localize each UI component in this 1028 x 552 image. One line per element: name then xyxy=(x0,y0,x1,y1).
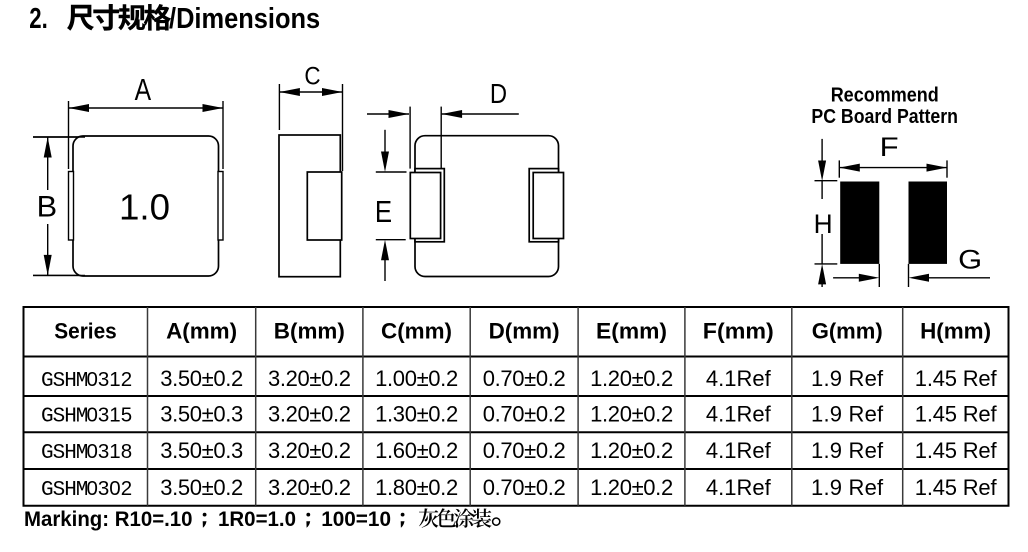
svg-text:/Dimensions: /Dimensions xyxy=(169,3,320,35)
svg-text:E: E xyxy=(375,195,392,229)
svg-text:1.9 Ref: 1.9 Ref xyxy=(811,475,884,500)
svg-text:3.20±0.2: 3.20±0.2 xyxy=(268,438,351,463)
svg-text:1.9 Ref: 1.9 Ref xyxy=(811,438,884,463)
svg-text:GSHM: GSHM xyxy=(41,442,88,465)
svg-text:0.70±0.2: 0.70±0.2 xyxy=(483,402,566,427)
svg-text:1.80±0.2: 1.80±0.2 xyxy=(375,475,458,500)
svg-text:3.50±0.2: 3.50±0.2 xyxy=(160,366,243,391)
svg-text:F: F xyxy=(880,132,899,162)
svg-text:D(mm): D(mm) xyxy=(489,319,560,344)
svg-text:A: A xyxy=(135,72,152,107)
svg-text:2.: 2. xyxy=(29,3,48,35)
svg-text:1.30±0.2: 1.30±0.2 xyxy=(375,402,458,427)
svg-text:1.20±0.2: 1.20±0.2 xyxy=(590,402,673,427)
svg-text:0315: 0315 xyxy=(87,404,133,427)
svg-text:3.50±0.3: 3.50±0.3 xyxy=(160,402,243,427)
svg-text:F(mm): F(mm) xyxy=(703,319,774,344)
svg-text:100=10: 100=10 xyxy=(321,507,391,531)
svg-text:1.0: 1.0 xyxy=(119,187,170,228)
svg-text:4.1Ref: 4.1Ref xyxy=(706,438,772,463)
svg-text:1.9 Ref: 1.9 Ref xyxy=(811,402,884,427)
svg-text:1.45 Ref: 1.45 Ref xyxy=(915,438,998,463)
svg-text:Recommend: Recommend xyxy=(831,84,939,106)
svg-text:0318: 0318 xyxy=(87,440,133,463)
svg-text:3.50±0.3: 3.50±0.3 xyxy=(160,438,243,463)
svg-text:3.50±0.2: 3.50±0.2 xyxy=(160,475,243,500)
svg-text:1.45 Ref: 1.45 Ref xyxy=(915,366,998,391)
svg-text:1.00±0.2: 1.00±0.2 xyxy=(375,366,458,391)
svg-text:4.1Ref: 4.1Ref xyxy=(706,366,772,391)
svg-text:1R0=1.0: 1R0=1.0 xyxy=(218,507,296,531)
svg-text:1.60±0.2: 1.60±0.2 xyxy=(375,438,458,463)
svg-text:1.45 Ref: 1.45 Ref xyxy=(915,475,998,500)
svg-text:GSHM: GSHM xyxy=(41,406,88,429)
svg-text:Series: Series xyxy=(54,319,117,344)
svg-text:C(mm): C(mm) xyxy=(381,319,452,344)
svg-text:0302: 0302 xyxy=(87,477,133,500)
svg-text:0.70±0.2: 0.70±0.2 xyxy=(483,475,566,500)
svg-text:0.70±0.2: 0.70±0.2 xyxy=(483,366,566,391)
svg-text:H(mm): H(mm) xyxy=(920,319,991,344)
svg-text:C: C xyxy=(304,62,320,90)
svg-text:PC Board Pattern: PC Board Pattern xyxy=(811,106,958,128)
svg-text:D: D xyxy=(490,78,507,109)
svg-text:3.20±0.2: 3.20±0.2 xyxy=(268,366,351,391)
svg-text:1.9 Ref: 1.9 Ref xyxy=(811,366,884,391)
svg-text:4.1Ref: 4.1Ref xyxy=(706,402,772,427)
svg-text:1.20±0.2: 1.20±0.2 xyxy=(590,438,673,463)
svg-text:Marking: R10=.10: Marking: R10=.10 xyxy=(24,507,193,531)
svg-text:GSHM: GSHM xyxy=(41,479,88,502)
svg-text:G: G xyxy=(958,245,982,275)
svg-text:1.45 Ref: 1.45 Ref xyxy=(915,402,998,427)
svg-text:A(mm): A(mm) xyxy=(166,319,237,344)
svg-text:1.20±0.2: 1.20±0.2 xyxy=(590,366,673,391)
svg-text:0.70±0.2: 0.70±0.2 xyxy=(483,438,566,463)
svg-text:H: H xyxy=(814,209,833,239)
svg-text:G(mm): G(mm) xyxy=(812,319,883,344)
svg-text:1.20±0.2: 1.20±0.2 xyxy=(590,475,673,500)
svg-text:0312: 0312 xyxy=(87,368,133,391)
svg-text:GSHM: GSHM xyxy=(41,370,88,393)
svg-text:E(mm): E(mm) xyxy=(596,319,667,344)
svg-text:4.1Ref: 4.1Ref xyxy=(706,475,772,500)
svg-text:B: B xyxy=(37,190,58,223)
svg-text:B(mm): B(mm) xyxy=(274,319,345,344)
svg-text:3.20±0.2: 3.20±0.2 xyxy=(268,475,351,500)
svg-text:3.20±0.2: 3.20±0.2 xyxy=(268,402,351,427)
